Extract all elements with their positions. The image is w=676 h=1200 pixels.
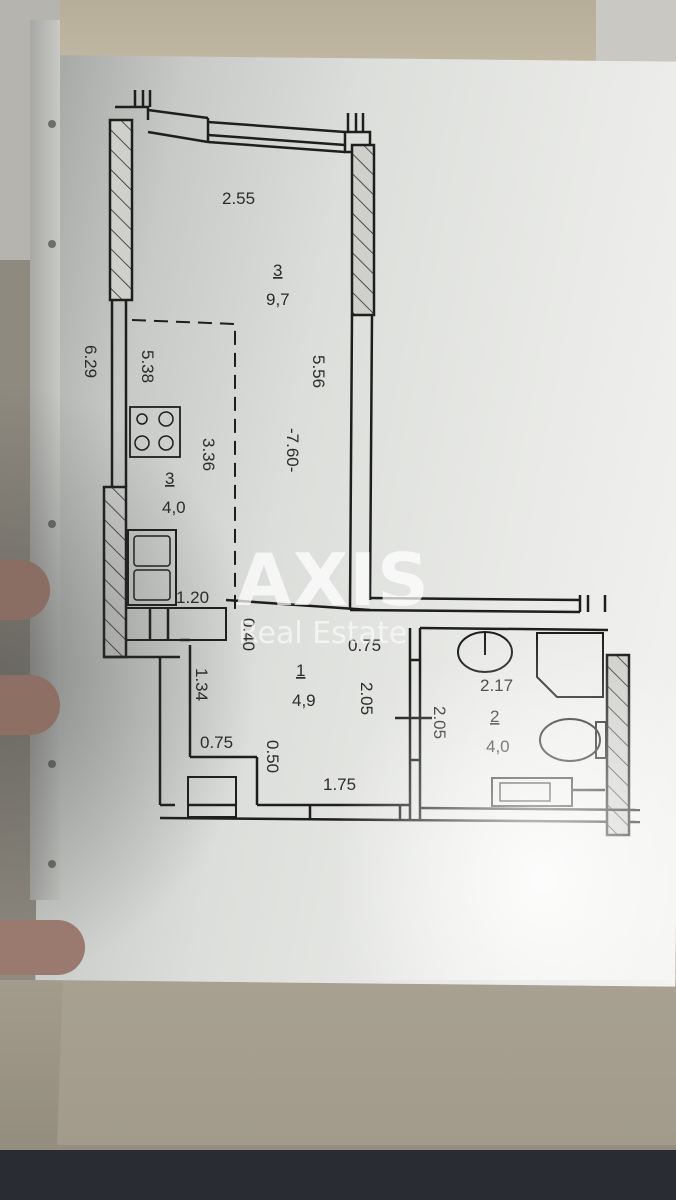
punch-hole: [48, 760, 56, 768]
room-number-hall: 1: [296, 661, 305, 680]
dim-hall-depth: 1.34: [192, 668, 211, 701]
dim-hall-step-depth: 0.50: [263, 740, 282, 773]
room-area-hall: 4,9: [292, 691, 316, 710]
dim-living-length: 5.56: [309, 355, 328, 388]
dim-niche-depth: 0.40: [239, 618, 258, 651]
window-top: [115, 90, 372, 154]
dim-kitchen-length: 5.38: [138, 350, 157, 383]
dim-niche-width: 1.20: [176, 588, 209, 607]
room-number-bath: 2: [490, 707, 499, 726]
punch-hole: [48, 240, 56, 248]
dim-bath-length: 2.05: [430, 706, 449, 739]
room-area-living: 9,7: [266, 290, 290, 309]
watermark-subtitle: Real Estate: [238, 616, 408, 651]
dim-hall-length: 2.05: [357, 682, 376, 715]
dim-kitchen-width: 3.36: [199, 438, 218, 471]
punch-hole: [48, 520, 56, 528]
dim-living-width: 2.55: [222, 189, 255, 208]
room-area-bath: 4,0: [486, 737, 510, 756]
background-floor: [0, 1150, 676, 1200]
dim-total-length: -7.60-: [283, 428, 302, 472]
dim-outer-length: 6.29: [81, 345, 100, 378]
finger: [0, 560, 50, 620]
dim-bath-width: 2.17: [480, 676, 513, 695]
thumb: [0, 920, 85, 975]
sheet-protector-binding: [30, 20, 60, 900]
punch-hole: [48, 860, 56, 868]
dim-hall-width: 1.75: [323, 775, 356, 794]
dim-hall-step-width: 0.75: [200, 733, 233, 752]
finger: [0, 675, 60, 735]
room-number-kitchen: 3: [165, 469, 174, 488]
room-number-living: 3: [273, 261, 282, 280]
watermark-brand: AXIS: [236, 538, 430, 622]
punch-hole: [48, 120, 56, 128]
room-area-kitchen: 4,0: [162, 498, 186, 517]
